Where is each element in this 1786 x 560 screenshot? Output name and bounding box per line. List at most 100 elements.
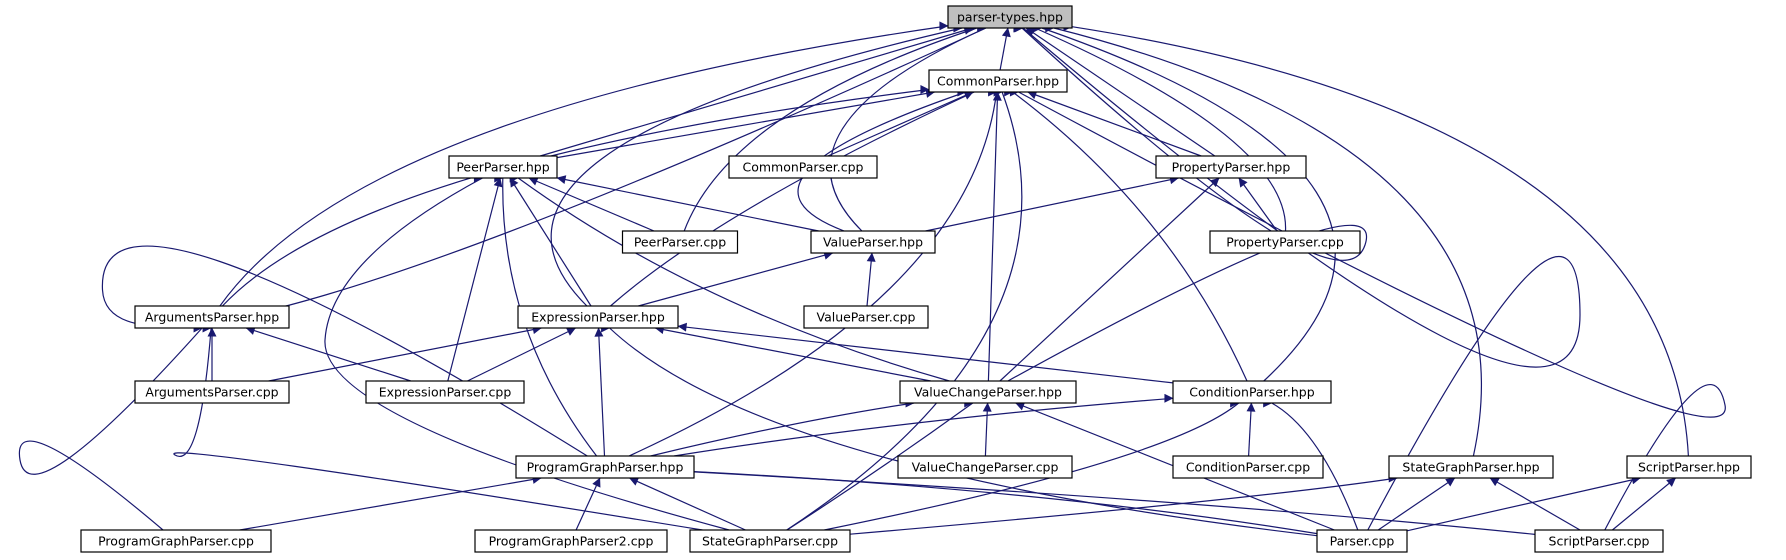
node-valuechangeparser-cpp[interactable]: ValueChangeParser.cpp [897, 455, 1073, 479]
node-peerparser-hpp[interactable]: PeerParser.hpp [448, 155, 558, 179]
node-label: ValueParser.hpp [823, 235, 923, 250]
node-box [517, 305, 679, 329]
node-label: ScriptParser.cpp [1549, 534, 1650, 549]
edge-conditionparser-cpp-to-conditionparser-hpp [1246, 402, 1256, 457]
node-expressionparser-cpp[interactable]: ExpressionParser.cpp [365, 380, 525, 404]
edge-programgraphparser-cpp-to-programgraphparser-hpp [239, 475, 542, 531]
edge-stategraphparser-cpp-to-stategraphparser-hpp [849, 474, 1398, 535]
node-box [515, 455, 695, 479]
node-commonparser-cpp[interactable]: CommonParser.cpp [728, 155, 878, 179]
node-box [897, 455, 1073, 479]
node-label: ExpressionParser.hpp [531, 310, 665, 325]
edge-scriptparser-cpp-to-stategraphparser-hpp [1489, 477, 1581, 531]
node-parser-types-hpp[interactable]: parser-types.hpp [947, 5, 1073, 29]
node-label: PropertyParser.hpp [1172, 160, 1291, 175]
edge-programgraphparser-hpp-to-conditionparser-hpp [673, 394, 1174, 457]
node-label: ValueChangeParser.hpp [914, 385, 1062, 400]
node-argumentsparser-hpp[interactable]: ArgumentsParser.hpp [134, 305, 290, 329]
node-box [474, 529, 668, 553]
edge-stategraphparser-cpp-to-commonparser-hpp [786, 91, 1023, 531]
node-commonparser-hpp[interactable]: CommonParser.hpp [928, 69, 1068, 93]
edge-valueparser-hpp-to-propertyparser-hpp [925, 175, 1179, 232]
node-scriptparser-hpp[interactable]: ScriptParser.hpp [1626, 455, 1752, 479]
node-propertyparser-hpp[interactable]: PropertyParser.hpp [1155, 155, 1307, 179]
edge-stategraphparser-cpp-to-programgraphparser-hpp [629, 477, 746, 531]
node-valuechangeparser-hpp[interactable]: ValueChangeParser.hpp [899, 380, 1077, 404]
edge-valuechangeparser-hpp-to-commonparser-hpp [987, 91, 1002, 382]
node-box [728, 155, 878, 179]
node-box [1172, 380, 1332, 404]
edge-valuechangeparser-hpp-to-propertyparser-hpp [999, 177, 1220, 382]
node-stategraphparser-cpp[interactable]: StateGraphParser.cpp [689, 529, 851, 553]
edge-argumentsparser-hpp-to-parser-types-hpp [219, 22, 949, 307]
node-label: ScriptParser.hpp [1638, 460, 1740, 475]
node-box [134, 305, 290, 329]
node-label: CommonParser.cpp [743, 160, 864, 175]
edge-conditionparser-hpp-to-expressionparser-hpp [677, 322, 1174, 384]
edge-valuechangeparser-cpp-to-valuechangeparser-hpp [982, 402, 992, 457]
node-label: PeerParser.hpp [456, 160, 549, 175]
node-stategraphparser-hpp[interactable]: StateGraphParser.hpp [1388, 455, 1554, 479]
node-box [1626, 455, 1752, 479]
node-peerparser-cpp[interactable]: PeerParser.cpp [621, 230, 739, 254]
edge-expressionparser-hpp-to-commonparser-hpp [610, 91, 975, 307]
edge-peerparser-cpp-to-parser-types-hpp [683, 26, 978, 232]
edge-stategraphparser-cpp-to-conditionparser-hpp [824, 402, 1240, 531]
node-label: Parser.cpp [1330, 534, 1395, 549]
node-box [365, 380, 525, 404]
node-box [1155, 155, 1307, 179]
edge-valueparser-hpp-to-parser-types-hpp [829, 27, 987, 232]
edge-expressionparser-cpp-to-peerparser-hpp [447, 177, 503, 382]
node-box [1172, 455, 1324, 479]
edge-expressionparser-hpp-to-peerparser-hpp [509, 177, 592, 307]
edge-valuechangeparser-hpp-to-expressionparser-hpp [654, 325, 931, 382]
edge-argumentsparser-hpp-to-commonparser-hpp [221, 86, 930, 307]
node-label: ValueParser.cpp [816, 310, 915, 325]
node-conditionparser-hpp[interactable]: ConditionParser.hpp [1172, 380, 1332, 404]
edge-scriptparser-cpp-to-scriptparser-hpp [1612, 477, 1676, 531]
edge-expressionparser-cpp-to-argumentsparser-hpp [245, 326, 411, 382]
edge-scriptparser-cpp-to-programgraphparser-hpp [693, 467, 1536, 535]
node-argumentsparser-cpp[interactable]: ArgumentsParser.cpp [134, 380, 290, 404]
node-expressionparser-hpp[interactable]: ExpressionParser.hpp [517, 305, 679, 329]
node-box [1534, 529, 1664, 553]
edge-valueparser-hpp-to-peerparser-hpp [556, 175, 819, 232]
node-box [899, 380, 1077, 404]
node-label: PeerParser.cpp [634, 235, 726, 250]
node-label: StateGraphParser.cpp [702, 534, 838, 549]
node-parser-cpp[interactable]: Parser.cpp [1316, 529, 1408, 553]
node-valueparser-hpp[interactable]: ValueParser.hpp [810, 230, 936, 254]
edge-parser-cpp-to-expressionparser-hpp [609, 327, 1318, 537]
edge-valueparser-cpp-to-valueparser-hpp [866, 252, 876, 307]
node-conditionparser-cpp[interactable]: ConditionParser.cpp [1172, 455, 1324, 479]
edge-stategraphparser-hpp-to-parser-types-hpp [1053, 25, 1482, 457]
node-box [947, 5, 1073, 29]
node-programgraphparser-cpp[interactable]: ProgramGraphParser.cpp [80, 529, 272, 553]
edge-propertyparser-hpp-to-commonparser-hpp [1027, 90, 1202, 157]
edge-scriptparser-cpp-to-commonparser-hpp [1018, 91, 1726, 531]
edge-valuechangeparser-hpp-to-peerparser-hpp [517, 177, 950, 382]
edge-expressionparser-hpp-to-parser-types-hpp [550, 25, 963, 307]
node-programgraphparser2-cpp[interactable]: ProgramGraphParser2.cpp [474, 529, 668, 553]
node-label: StateGraphParser.hpp [1402, 460, 1539, 475]
node-scriptparser-cpp[interactable]: ScriptParser.cpp [1534, 529, 1664, 553]
node-label: ProgramGraphParser2.cpp [489, 534, 654, 549]
edge-conditionparser-hpp-to-commonparser-hpp [1012, 91, 1248, 382]
node-programgraphparser-hpp[interactable]: ProgramGraphParser.hpp [515, 455, 695, 479]
node-propertyparser-cpp[interactable]: PropertyParser.cpp [1209, 230, 1361, 254]
node-label: ValueChangeParser.cpp [912, 460, 1059, 475]
node-box [621, 230, 739, 254]
node-label: PropertyParser.cpp [1226, 235, 1344, 250]
node-valueparser-cpp[interactable]: ValueParser.cpp [803, 305, 929, 329]
node-label: ExpressionParser.cpp [379, 385, 512, 400]
node-box [1209, 230, 1361, 254]
node-label: ArgumentsParser.hpp [145, 310, 279, 325]
edge-expressionparser-hpp-to-valueparser-hpp [638, 250, 834, 307]
node-box [810, 230, 936, 254]
edge-programgraphparser-hpp-to-expressionparser-hpp [594, 327, 606, 457]
edge-programgraphparser-hpp-to-parser-types-hpp [101, 27, 987, 457]
edge-peerparser-cpp-to-peerparser-hpp [528, 177, 655, 232]
edge-propertyparser-hpp-to-parser-types-hpp [1025, 27, 1216, 157]
edge-scriptparser-hpp-to-parser-types-hpp [1071, 23, 1689, 457]
nodes-layer: parser-types.hppCommonParser.hppPeerPars… [80, 5, 1752, 553]
